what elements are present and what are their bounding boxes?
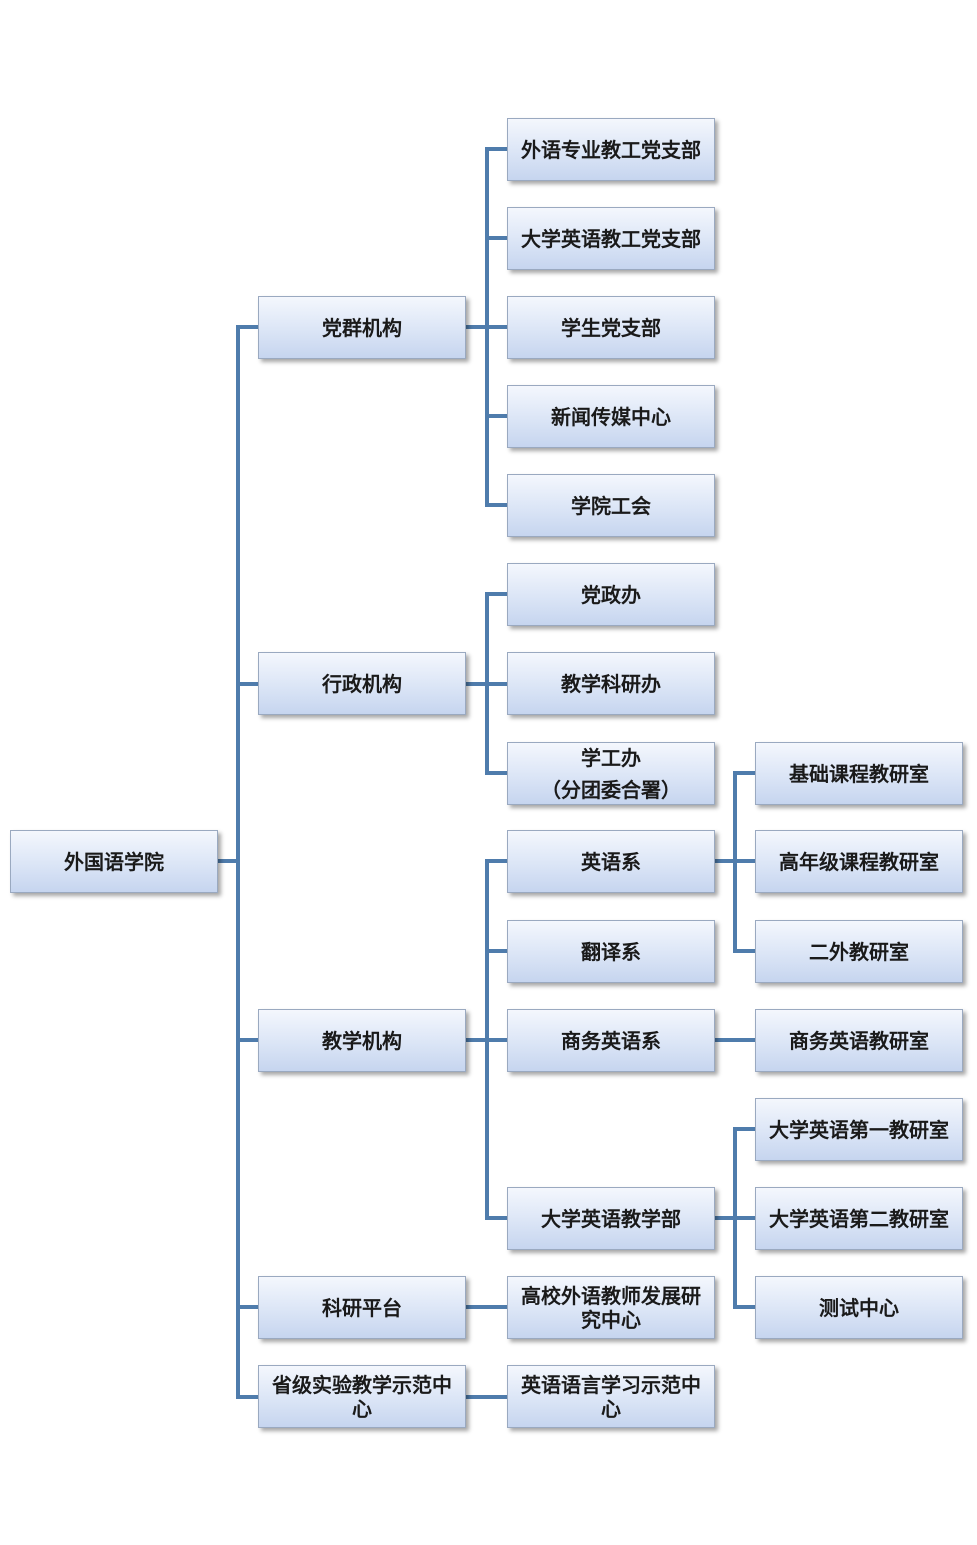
unit-admin-3: 学工办 （分团委合署） xyxy=(507,742,715,805)
unit-party-4: 新闻传媒中心 xyxy=(507,385,715,448)
office-business-1-label: 商务英语教研室 xyxy=(789,1028,929,1053)
office-english-3: 二外教研室 xyxy=(755,920,963,983)
root-label: 外国语学院 xyxy=(64,849,164,874)
unit-party-1-label: 外语专业教工党支部 xyxy=(521,137,701,162)
unit-teaching-4-label: 大学英语教学部 xyxy=(541,1206,681,1231)
unit-research-1: 高校外语教师发展研究中心 xyxy=(507,1276,715,1339)
unit-teaching-3-label: 商务英语系 xyxy=(561,1028,661,1053)
unit-party-5-label: 学院工会 xyxy=(571,493,651,518)
unit-party-2-label: 大学英语教工党支部 xyxy=(521,226,701,251)
group-party: 党群机构 xyxy=(258,296,466,359)
unit-party-3: 学生党支部 xyxy=(507,296,715,359)
unit-party-4-label: 新闻传媒中心 xyxy=(551,404,671,429)
group-admin-label: 行政机构 xyxy=(322,671,402,696)
unit-research-1-label: 高校外语教师发展研究中心 xyxy=(521,1283,701,1332)
office-college-1-label: 大学英语第一教研室 xyxy=(769,1117,949,1142)
group-demo-center-label: 省级实验教学示范中心 xyxy=(272,1372,452,1421)
office-college-2-label: 大学英语第二教研室 xyxy=(769,1206,949,1231)
unit-teaching-2: 翻译系 xyxy=(507,920,715,983)
office-english-2: 高年级课程教研室 xyxy=(755,830,963,893)
unit-demo-1: 英语语言学习示范中心 xyxy=(507,1365,715,1428)
office-college-2: 大学英语第二教研室 xyxy=(755,1187,963,1250)
unit-teaching-1: 英语系 xyxy=(507,830,715,893)
group-party-label: 党群机构 xyxy=(322,315,402,340)
office-english-3-label: 二外教研室 xyxy=(809,939,909,964)
office-business-1: 商务英语教研室 xyxy=(755,1009,963,1072)
group-teaching-label: 教学机构 xyxy=(322,1028,402,1053)
unit-party-1: 外语专业教工党支部 xyxy=(507,118,715,181)
unit-teaching-3: 商务英语系 xyxy=(507,1009,715,1072)
unit-admin-3-label: 学工办 xyxy=(581,745,641,770)
group-admin: 行政机构 xyxy=(258,652,466,715)
unit-party-2: 大学英语教工党支部 xyxy=(507,207,715,270)
office-english-2-label: 高年级课程教研室 xyxy=(779,849,939,874)
office-college-3: 测试中心 xyxy=(755,1276,963,1339)
office-english-1: 基础课程教研室 xyxy=(755,742,963,805)
office-english-1-label: 基础课程教研室 xyxy=(789,761,929,786)
unit-party-3-label: 学生党支部 xyxy=(561,315,661,340)
root-node: 外国语学院 xyxy=(10,830,218,893)
office-college-1: 大学英语第一教研室 xyxy=(755,1098,963,1161)
unit-admin-2-label: 教学科研办 xyxy=(561,671,661,696)
group-research-label: 科研平台 xyxy=(322,1295,402,1320)
group-demo-center: 省级实验教学示范中心 xyxy=(258,1365,466,1428)
unit-demo-1-label: 英语语言学习示范中心 xyxy=(521,1372,701,1421)
unit-teaching-2-label: 翻译系 xyxy=(581,939,641,964)
group-teaching: 教学机构 xyxy=(258,1009,466,1072)
unit-admin-3-sublabel: （分团委合署） xyxy=(541,777,681,802)
unit-admin-2: 教学科研办 xyxy=(507,652,715,715)
unit-party-5: 学院工会 xyxy=(507,474,715,537)
group-research: 科研平台 xyxy=(258,1276,466,1339)
unit-admin-1-label: 党政办 xyxy=(581,582,641,607)
office-college-3-label: 测试中心 xyxy=(819,1295,899,1320)
unit-admin-1: 党政办 xyxy=(507,563,715,626)
unit-teaching-4: 大学英语教学部 xyxy=(507,1187,715,1250)
unit-teaching-1-label: 英语系 xyxy=(581,849,641,874)
